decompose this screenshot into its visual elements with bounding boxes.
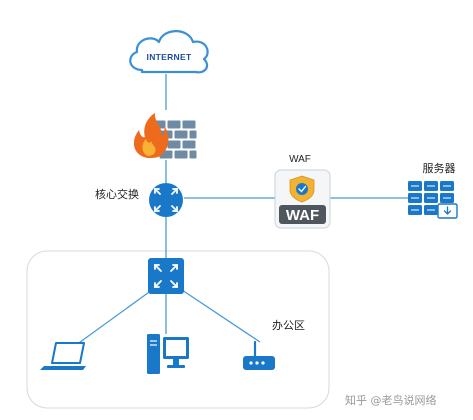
waf-top-label: WAF: [289, 154, 311, 165]
wireless-router-icon: [243, 340, 275, 370]
office-zone-label: 办公区: [272, 319, 305, 332]
server-rack-icon: [408, 181, 458, 219]
watermark-text: 知乎 @老鸟说网络: [345, 393, 437, 407]
desktop-pc-icon: [147, 334, 189, 374]
core-switch-icon: [149, 183, 183, 217]
waf-appliance-icon: WAF: [274, 169, 331, 229]
link-access-router: [181, 289, 261, 343]
internet-cloud-icon: INTERNET: [129, 30, 209, 74]
internet-label: INTERNET: [147, 52, 192, 62]
firewall-icon: [133, 113, 198, 160]
access-switch-icon: [148, 258, 184, 294]
core-switch-label: 核心交换: [95, 187, 139, 201]
office-zone-box: [26, 250, 330, 409]
connection-lines: [75, 74, 408, 346]
laptop-icon: [40, 342, 86, 370]
link-access-laptop: [75, 289, 153, 346]
waf-device-label: WAF: [286, 207, 319, 224]
servers-label: 服务器: [423, 162, 456, 175]
